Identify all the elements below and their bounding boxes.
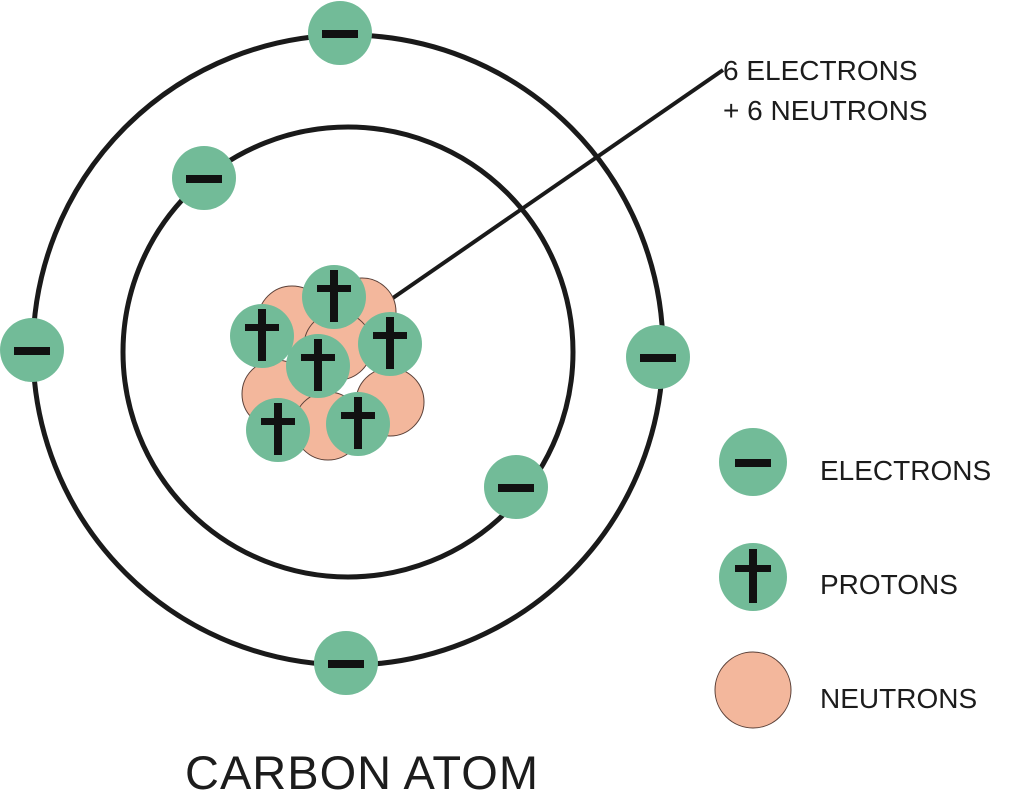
legend-item-protons: PROTONS xyxy=(719,543,958,611)
legend-item-neutrons: NEUTRONS xyxy=(714,651,977,729)
electron xyxy=(0,318,64,382)
minus-icon xyxy=(186,175,222,183)
plus-icon xyxy=(314,339,322,391)
proton xyxy=(358,312,422,376)
callout-line-2: + 6 NEUTRONS xyxy=(723,95,928,126)
plus-icon xyxy=(354,397,362,449)
proton xyxy=(246,398,310,462)
electron xyxy=(626,325,690,389)
proton xyxy=(302,265,366,329)
minus-icon xyxy=(322,30,358,38)
electron xyxy=(172,146,236,210)
neutron-legend-icon xyxy=(714,651,792,729)
minus-icon xyxy=(328,660,364,668)
callout-leader-line xyxy=(388,68,725,302)
proton xyxy=(230,304,294,368)
minus-icon xyxy=(14,347,50,355)
minus-icon xyxy=(735,459,771,467)
inner-orbit xyxy=(120,124,576,580)
nucleus-protons xyxy=(230,265,422,462)
legend-label-protons: PROTONS xyxy=(820,569,958,600)
minus-icon xyxy=(498,484,534,492)
legend-label-electrons: ELECTRONS xyxy=(820,455,991,486)
diagram-title: CARBON ATOM xyxy=(185,746,539,799)
legend-item-electrons: ELECTRONS xyxy=(719,428,991,496)
plus-icon xyxy=(330,270,338,322)
plus-icon xyxy=(749,549,757,603)
plus-icon xyxy=(258,309,266,361)
electron xyxy=(484,455,548,519)
plus-icon xyxy=(386,317,394,369)
legend-label-neutrons: NEUTRONS xyxy=(820,683,977,714)
electron xyxy=(314,631,378,695)
electron xyxy=(308,1,372,65)
proton xyxy=(326,392,390,456)
plus-icon xyxy=(274,403,282,455)
electrons xyxy=(0,1,690,695)
callout-line-1: 6 ELECTRONS xyxy=(723,55,918,86)
proton xyxy=(286,334,350,398)
minus-icon xyxy=(640,354,676,362)
legend: ELECTRONS PROTONS NEUTRONS xyxy=(714,428,991,729)
